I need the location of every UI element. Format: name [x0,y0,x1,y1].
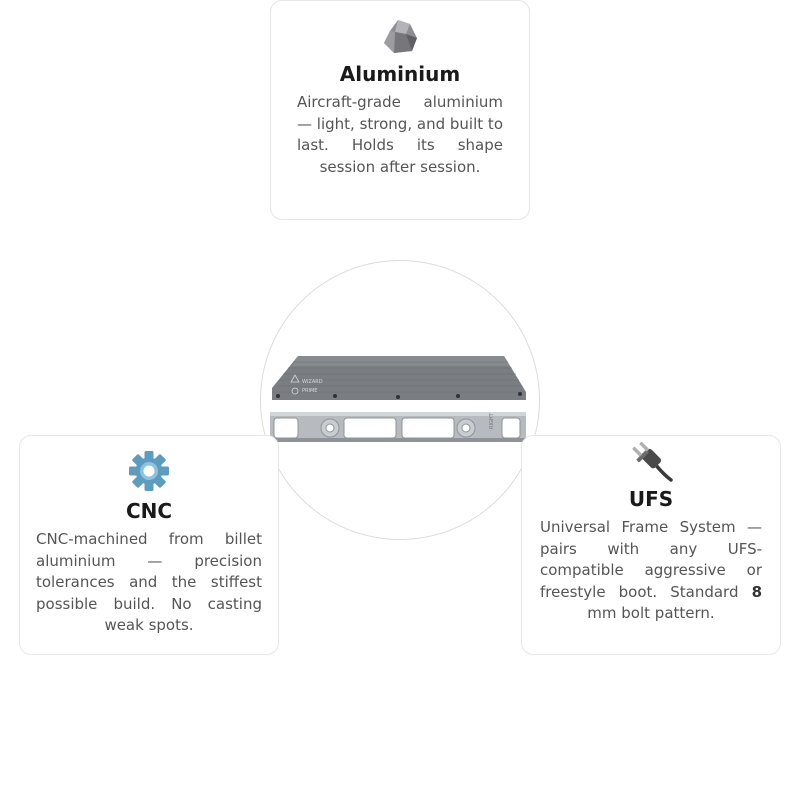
feature-card-aluminium: Aluminium Aircraft-grade aluminium — lig… [270,0,530,220]
model-mark: PRIME [302,388,317,394]
feature-title: Aluminium [339,62,461,86]
feature-title: CNC [125,499,173,523]
brand-mark: WIZARD [302,379,323,385]
feature-card-cnc: CNC CNC-machined from billet aluminium —… [19,435,279,655]
plug-icon [632,441,673,482]
rock-icon [384,20,417,53]
feature-description: CNC-machined from billet aluminium — pre… [36,530,262,635]
feature-card-ufs: UFS Universal Frame System — pairs with … [521,435,781,655]
side-mark: RIGHT [489,412,495,429]
feature-title: UFS [628,487,674,511]
description-text: mm bolt pattern. [587,604,715,623]
feature-description: Aircraft-grade aluminium — light, strong… [297,93,503,176]
feature-description: Universal Frame System — pairs with any … [540,517,762,625]
skate-frame-image: WIZARD PRIME RIGHT [270,356,526,442]
gear-icon [129,451,169,491]
description-text: Universal Frame System — pairs with any … [540,518,762,601]
bolt-size-value: 8 [751,582,762,601]
